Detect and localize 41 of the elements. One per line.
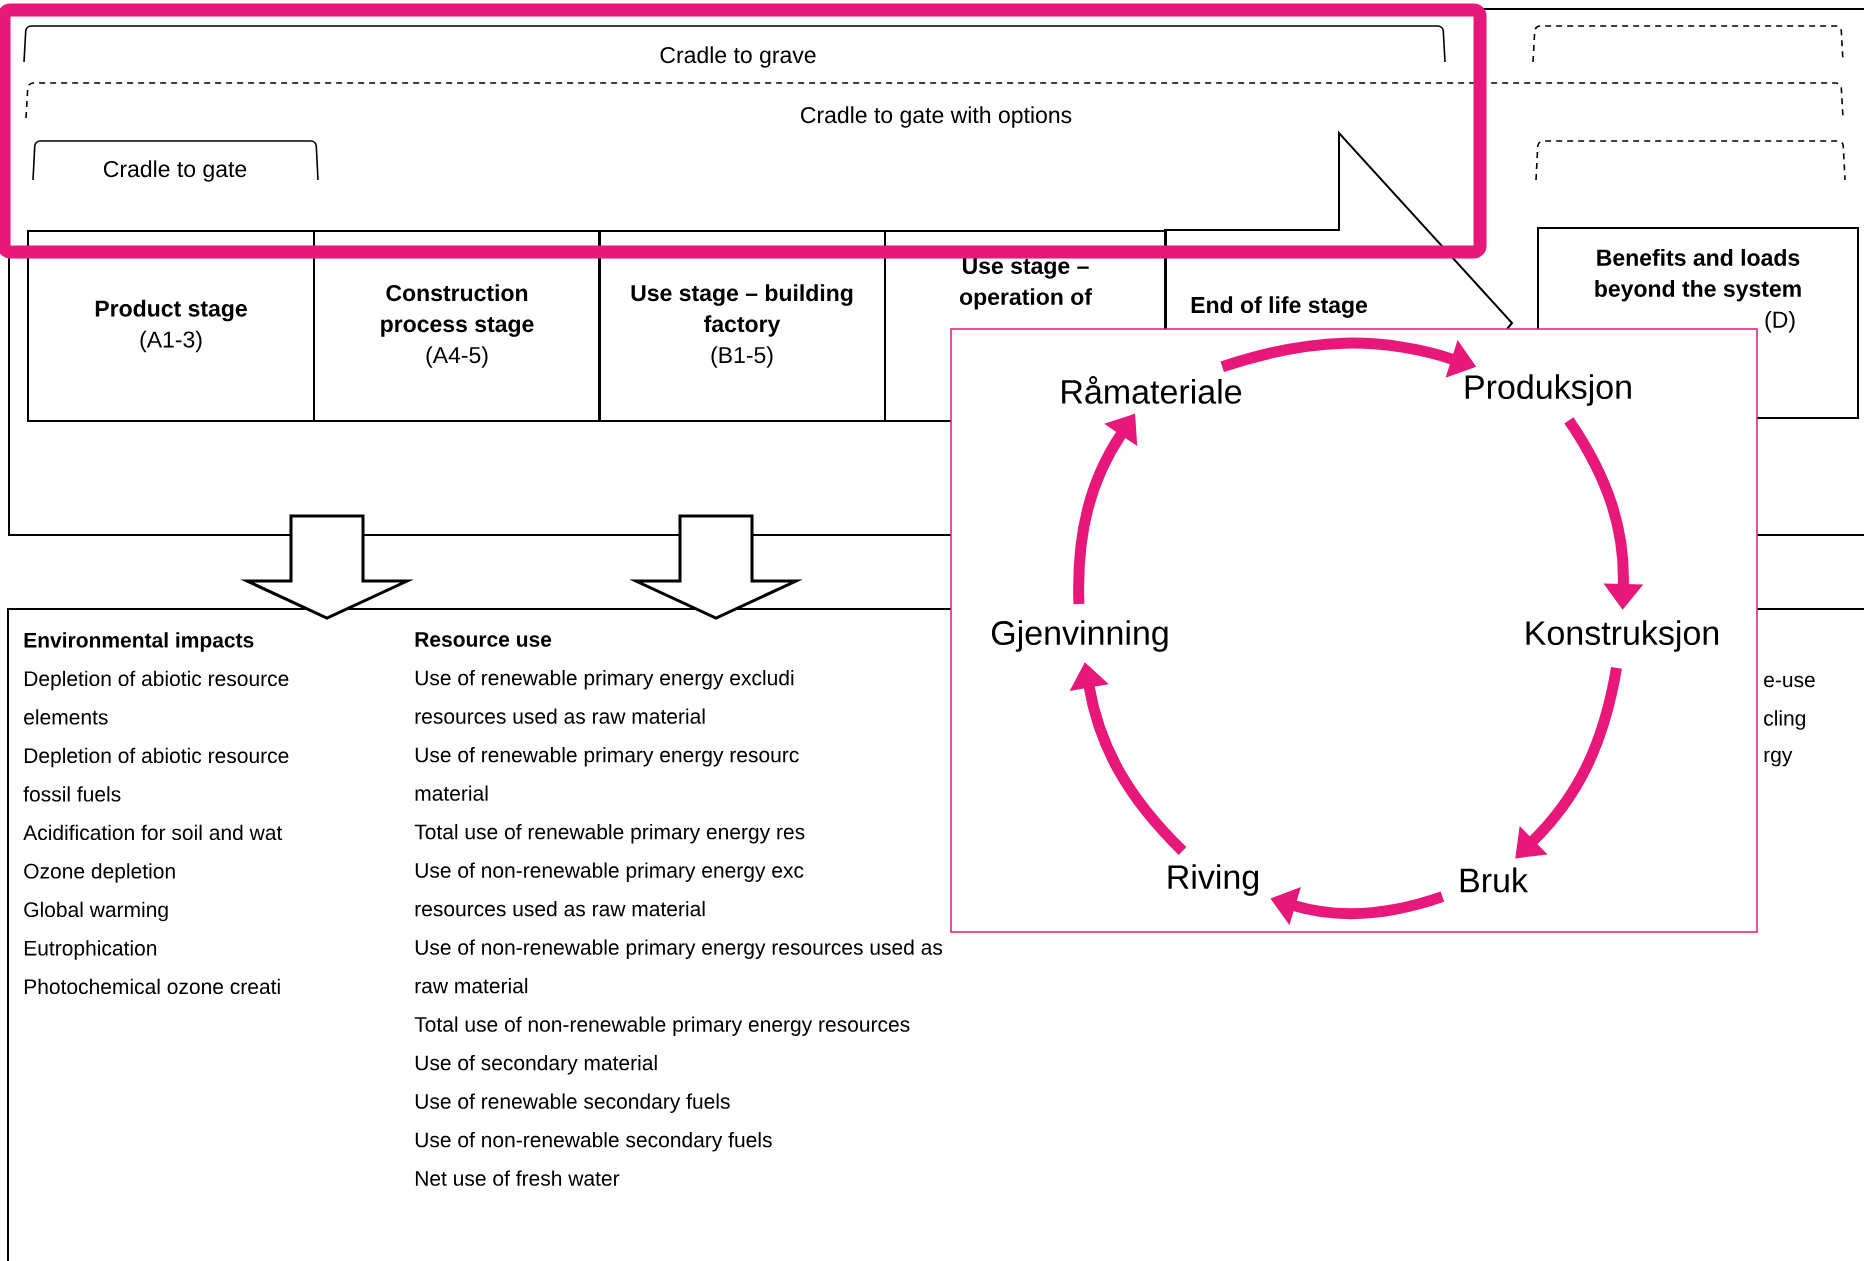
list-item: Use of renewable primary energy excludi: [415, 669, 794, 690]
list-item: Eutrophication: [24, 940, 157, 960]
stage-box: Construction process stage (A4-5): [313, 230, 601, 422]
stage-box: Use stage – building factory (B1-5): [598, 230, 886, 422]
list-item: Depletion of abiotic resource: [24, 670, 289, 691]
list-item: Total use of renewable primary energy res: [414, 823, 805, 844]
stage-box: End of life stage: [1164, 130, 1514, 330]
cycle-label: Riving: [1168, 864, 1259, 896]
list-item: Use of non-renewable primary energy resources used as: [415, 939, 943, 959]
list-item: Use of non-renewable secondary fuels: [415, 1131, 772, 1152]
list-item: material: [415, 785, 488, 801]
list-item: Use of renewable secondary fuels: [415, 1093, 730, 1113]
list-heading: Environmental impacts: [24, 632, 254, 652]
cycle-label: Gjenvinning: [991, 620, 1168, 652]
list-item: Acidification for soil and wat: [23, 824, 283, 841]
list-item: elements: [24, 709, 108, 725]
list-item: e-use: [1764, 675, 1815, 688]
list-heading: Resource use: [415, 632, 552, 647]
list-item: cling: [1764, 710, 1806, 730]
list-item: Use of non-renewable primary energy exc: [415, 862, 804, 882]
list-item: fossil fuels: [23, 786, 121, 802]
list-item: Ozone depletion: [24, 863, 175, 883]
bracket-label: Cradle to grave: [660, 46, 816, 68]
cycle-label: Konstruksjon: [1526, 620, 1719, 652]
cycle-label: Bruk: [1460, 867, 1528, 893]
stage-box: Product stage (A1-3): [27, 230, 315, 422]
list-item: raw material: [415, 977, 528, 994]
bracket-label: Cradle to gate with options: [801, 106, 1072, 128]
list-item: resources used as raw material: [415, 708, 705, 724]
list-item: Use of renewable primary energy resourc: [415, 746, 799, 767]
block-arrow: [629, 514, 803, 620]
list-item: Photochemical ozone creati: [24, 978, 280, 995]
list-item: Total use of non-renewable primary energy resources: [414, 1016, 910, 1036]
list-item: Use of secondary material: [415, 1054, 657, 1075]
list-item: resources used as raw material: [415, 900, 705, 917]
list-item: Net use of fresh water: [415, 1170, 620, 1186]
list-item: Global warming: [24, 901, 168, 922]
bracket-label: Cradle to gate: [103, 160, 247, 182]
block-arrow: [240, 514, 414, 620]
list-item: Depletion of abiotic resource: [24, 747, 289, 768]
list-item: rgy: [1764, 750, 1793, 767]
